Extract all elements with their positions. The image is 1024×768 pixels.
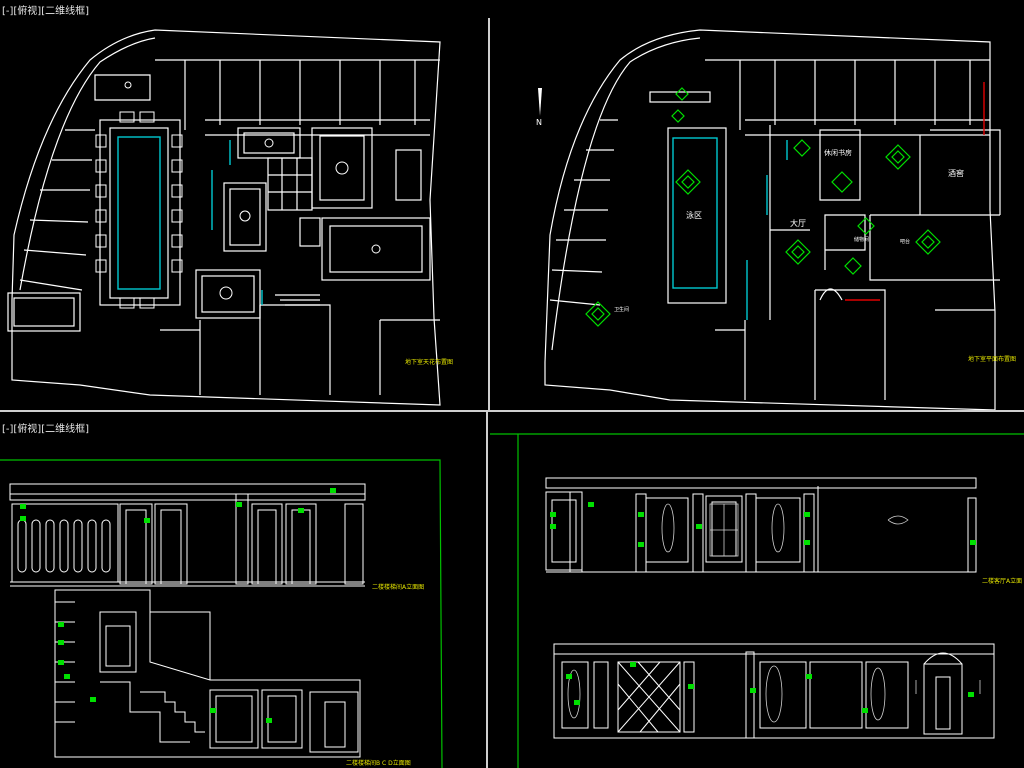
ceiling-plan-drawing — [7, 29, 441, 406]
living-room-elevation-title: 二楼客厅A立面 — [982, 578, 1023, 585]
elevation-bcd-title: 二楼楼梯间B C D立面图 — [346, 760, 411, 767]
room-label-pool: 泳区 — [686, 211, 702, 220]
room-label-hall: 大厅 — [790, 219, 806, 228]
viewport-top-left[interactable]: [-][俯视][二维线框] — [0, 0, 488, 410]
floor-plan-title: 地下室平面布置图 — [968, 356, 1017, 363]
stair-elevations-drawing — [0, 459, 443, 768]
living-room-elevations-drawing — [490, 433, 1024, 768]
floor-plan-drawing — [538, 29, 1001, 410]
viewport-top-right[interactable]: N 泳区 大厅 休闲书房 酒窖 卫生间 吧台 储物间 地下室平面布置图 — [490, 0, 1024, 410]
room-label-wine: 酒窖 — [948, 169, 964, 178]
room-label-leisure: 休闲书房 — [824, 149, 852, 157]
viewport-label[interactable]: [-][俯视][二维线框] — [2, 424, 90, 435]
viewport-label[interactable]: [-][俯视][二维线框] — [2, 6, 90, 17]
room-label-storage: 储物间 — [854, 237, 870, 243]
viewport-divider-horizontal — [0, 410, 1024, 412]
room-label-toilet: 卫生间 — [614, 307, 630, 313]
north-arrow-label: N — [536, 118, 542, 127]
viewport-divider-vertical-top — [488, 18, 490, 410]
room-label-bar: 吧台 — [900, 239, 911, 245]
elevation-a-title: 二楼楼梯间A立面图 — [372, 584, 425, 591]
viewport-bottom-left[interactable]: [-][俯视][二维线框] — [0, 412, 486, 768]
ceiling-plan-title: 地下室天花布置图 — [405, 359, 454, 366]
viewport-divider-vertical-bottom — [486, 412, 488, 768]
viewport-bottom-right[interactable]: 二楼客厅A立面 — [488, 412, 1024, 768]
